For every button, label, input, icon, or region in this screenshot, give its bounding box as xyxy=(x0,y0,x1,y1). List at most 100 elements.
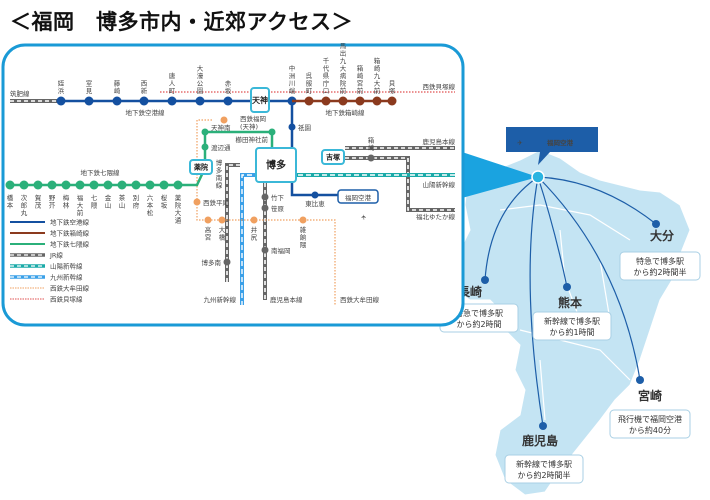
fukuoka-airport-badge xyxy=(506,127,598,152)
station-label-char: 博 xyxy=(216,158,223,167)
legend-label: 九州新幹線 xyxy=(50,273,83,282)
station-label-char: 呉 xyxy=(306,72,313,80)
route-line xyxy=(537,176,641,381)
destination-city-2: 熊本 xyxy=(558,295,582,310)
station-label-char: 次 xyxy=(21,193,28,202)
station-label-室見: 室見 xyxy=(86,79,93,96)
station-label-char: 町 xyxy=(169,87,176,95)
legend-label: 地下鉄箱崎線 xyxy=(50,229,90,238)
destination-city-0: 大分 xyxy=(650,228,674,243)
station-label-char: 芥 xyxy=(49,201,56,210)
destination-dot xyxy=(563,283,571,291)
destination-note-line2: から約1時間 xyxy=(549,327,594,337)
kyushu-shinkansen-label: 九州新幹線 xyxy=(204,295,237,304)
station-label-char: 坂 xyxy=(161,201,168,210)
station-label-char: 橋 xyxy=(219,233,226,242)
station-dot-nanakuma-line xyxy=(19,180,29,190)
station-label-char: 出 xyxy=(340,49,347,58)
station-label-char: 線 xyxy=(216,181,223,190)
nanakuma-line-label: 地下鉄七隈線 xyxy=(81,168,121,177)
station-label-char: 崎 xyxy=(368,143,375,152)
station-label-貝塚: 貝塚 xyxy=(389,80,396,96)
hakata-station-box xyxy=(255,147,297,183)
nishitetsu-fukuoka-sub-label: (天神) xyxy=(240,122,258,131)
station-dot-nanakuma-line xyxy=(117,180,127,190)
station-label-char: 前 xyxy=(340,86,347,95)
yakuin-station-box-label: 薬院 xyxy=(193,163,208,172)
hakozaki-line-label: 地下鉄箱崎線 xyxy=(326,108,366,117)
station-label-高宮: 高宮 xyxy=(205,225,212,242)
station-label-char: 別 xyxy=(133,193,140,202)
callout-wedge xyxy=(462,152,538,198)
station-label-char: 見 xyxy=(86,87,93,95)
kyushu-labels: 大分特急で博多駅から約2時間半長崎特急で博多駅から約2時間熊本新幹線で博多駅から… xyxy=(439,127,701,484)
station-label-char: 院 xyxy=(175,201,182,210)
station-label-char: 箱 xyxy=(357,64,364,73)
station-label-char: 多 xyxy=(216,166,223,175)
station-label-雑餉隈: 雑餉隈 xyxy=(300,225,307,249)
station-label-金山: 金山 xyxy=(105,193,112,210)
station-label-char: 山 xyxy=(105,201,112,210)
station-label-char: 中 xyxy=(289,64,296,73)
station-dot-omuta-line xyxy=(299,216,307,224)
badge-pointer xyxy=(538,152,550,165)
destination-note-box xyxy=(504,454,584,484)
station-label-char: 洲 xyxy=(289,72,296,80)
nishitetsu-fukuoka-dot xyxy=(220,116,228,124)
destination-note-line2: から約2時間 xyxy=(456,319,501,329)
station-label-西新: 西新 xyxy=(141,80,148,96)
station-dot-hakozaki-line xyxy=(372,96,382,106)
station-dot-nanakuma-line xyxy=(61,180,71,190)
station-label-char: 前 xyxy=(374,86,381,95)
destination-note-box xyxy=(532,311,612,341)
station-label-char: 本 xyxy=(147,201,154,210)
station-label-char: 崎 xyxy=(357,71,364,80)
kyushu-routes xyxy=(481,176,660,430)
station-dot-hakozaki-line xyxy=(387,96,397,106)
hakozaki-jr-label: 箱崎 xyxy=(368,136,375,153)
minami-fukuoka-dot xyxy=(261,246,269,254)
station-label-福大前: 福大前 xyxy=(77,193,84,217)
station-label-藤崎: 藤崎 xyxy=(114,79,121,96)
airplane-icon: ✈ xyxy=(360,214,368,220)
higashi-hie-dot xyxy=(311,191,319,199)
sasabaru-dot xyxy=(261,204,269,212)
fukuoka-airport-badge-label: 福岡空港 xyxy=(546,138,574,147)
station-dot-nanakuma-line xyxy=(103,180,113,190)
station-label-賀茂: 賀茂 xyxy=(35,193,42,210)
station-label-char: 大 xyxy=(340,64,347,73)
station-label-大橋: 大橋 xyxy=(219,225,226,242)
hakata-minami-line-inner xyxy=(226,164,240,282)
station-label-六本松: 六本松 xyxy=(147,193,154,217)
station-label-梅林: 梅林 xyxy=(63,193,70,210)
station-label-char: 公 xyxy=(197,80,204,88)
station-label-char: 貝 xyxy=(389,80,396,88)
station-label-char: 尻 xyxy=(251,234,258,242)
destination-dot xyxy=(481,276,489,284)
gion-station-label: 祇園 xyxy=(298,123,311,132)
nishitetsu-kaizuka-line-label: 西鉄貝塚線 xyxy=(423,82,456,91)
station-dot-airport-line xyxy=(84,96,94,106)
destination-note-line2: から約40分 xyxy=(629,425,671,435)
station-label-char: 濠 xyxy=(197,71,204,80)
station-label-char: 薬 xyxy=(175,193,182,202)
station-label-唐人町: 唐人町 xyxy=(169,71,176,95)
chikuhi-line-label: 筑肥線 xyxy=(10,89,30,98)
station-label-char: 高 xyxy=(205,225,212,234)
station-label-char: 茂 xyxy=(35,201,42,210)
station-label-char: 坂 xyxy=(225,86,232,95)
station-label-char: 姪 xyxy=(58,79,65,88)
fukuhoku-yutaka-line-inner xyxy=(345,157,455,211)
station-label-char: 宮 xyxy=(205,233,212,242)
station-label-次郎丸: 次郎丸 xyxy=(21,193,28,217)
station-label-char: 丸 xyxy=(21,208,28,217)
minami-fukuoka-label: 南福岡 xyxy=(271,246,291,255)
station-label-野芥: 野芥 xyxy=(49,194,56,210)
station-label-呉服町: 呉服町 xyxy=(306,72,313,95)
hakata-station-box-label: 博多 xyxy=(266,159,286,172)
station-label-char: 隈 xyxy=(91,201,98,210)
station-dot-hakozaki-line xyxy=(304,96,314,106)
station-dot-nanakuma-line xyxy=(131,180,141,190)
